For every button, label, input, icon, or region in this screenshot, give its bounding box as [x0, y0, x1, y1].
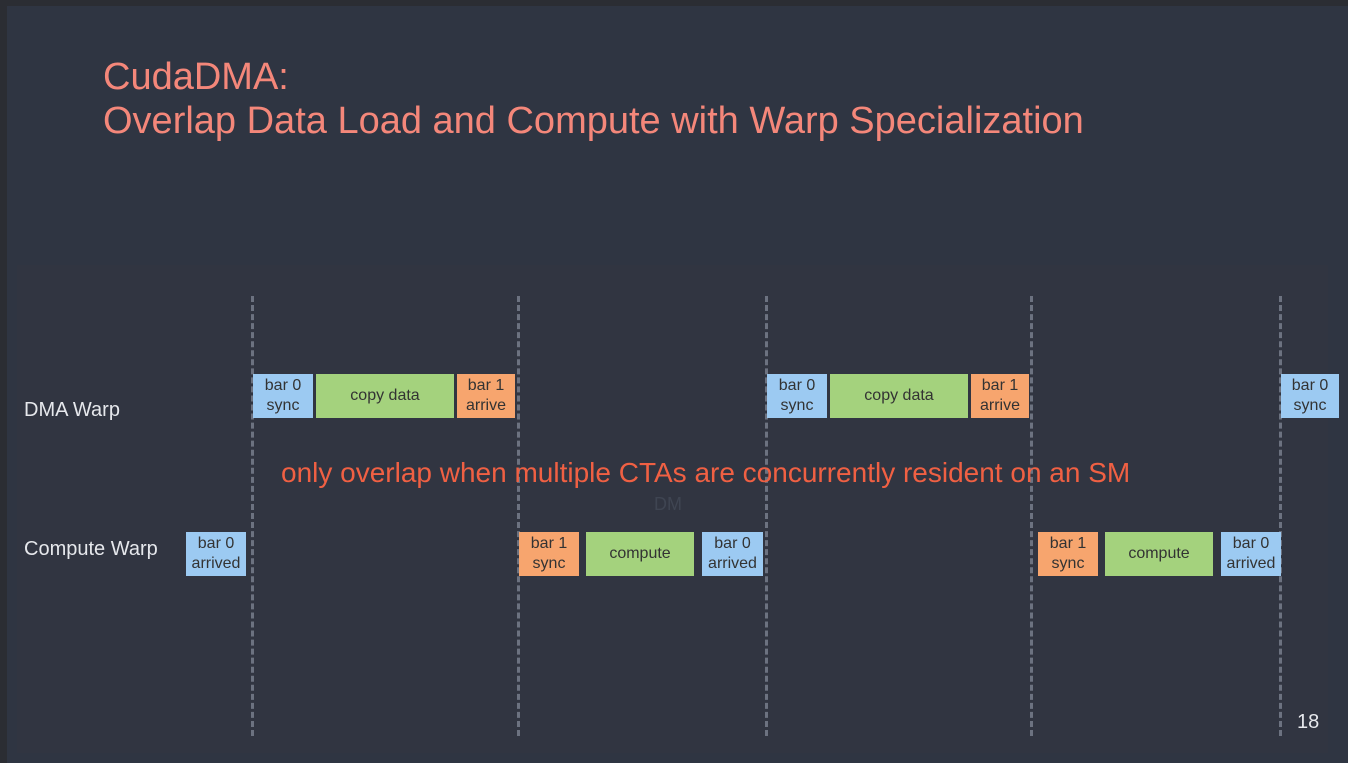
block-sublabel: sync	[1051, 555, 1085, 572]
block-label: bar 0	[197, 535, 235, 552]
block-label: bar 0	[1291, 377, 1329, 394]
page-number: 18	[1297, 711, 1320, 733]
compute-bar1-sync-block: bar 1 sync	[1038, 532, 1098, 576]
dma-bar1-arrive-block: bar 1 arrive	[457, 374, 515, 418]
timeline-divider	[1279, 296, 1282, 736]
block-sublabel: arrive	[465, 397, 506, 414]
dma-bar0-sync-block: bar 0 sync	[1281, 374, 1339, 418]
timeline-divider	[1030, 296, 1033, 736]
block-label: copy data	[864, 387, 934, 404]
slide-title-line-1: CudaDMA:	[103, 56, 289, 98]
timeline-divider	[765, 296, 768, 736]
timeline-panel	[17, 265, 1328, 753]
compute-bar0-arrived-block: bar 0 arrived	[1221, 532, 1281, 576]
block-sublabel: sync	[266, 397, 300, 414]
dma-bar1-arrive-block: bar 1 arrive	[971, 374, 1029, 418]
dma-copy-data-block: copy data	[830, 374, 968, 418]
block-label: bar 0	[264, 377, 302, 394]
compute-block: compute	[586, 532, 694, 576]
block-sublabel: sync	[532, 555, 566, 572]
faded-text: DM	[654, 494, 682, 514]
block-label: bar 1	[981, 377, 1019, 394]
slide-title-line-2: Overlap Data Load and Compute with Warp …	[103, 100, 1084, 142]
timeline-divider	[251, 296, 254, 736]
block-label: bar 0	[778, 377, 816, 394]
compute-bar0-arrived-block: bar 0 arrived	[702, 532, 763, 576]
dma-bar0-sync-block: bar 0 sync	[253, 374, 313, 418]
block-label: copy data	[350, 387, 420, 404]
dma-bar0-sync-block: bar 0 sync	[767, 374, 827, 418]
block-sublabel: arrived	[708, 555, 757, 572]
compute-bar0-arrived-block: bar 0 arrived	[186, 532, 246, 576]
block-label: bar 1	[1049, 535, 1087, 552]
compute-block: compute	[1105, 532, 1213, 576]
block-label: bar 0	[714, 535, 751, 552]
compute-warp-label: Compute Warp	[24, 538, 158, 560]
block-sublabel: arrive	[979, 397, 1020, 414]
block-sublabel: sync	[780, 397, 814, 414]
dma-copy-data-block: copy data	[316, 374, 454, 418]
block-label: compute	[609, 545, 671, 562]
block-sublabel: arrived	[1226, 555, 1276, 572]
block-sublabel: sync	[1293, 397, 1327, 414]
timeline-divider	[517, 296, 520, 736]
block-sublabel: arrived	[191, 555, 241, 572]
compute-bar1-sync-block: bar 1 sync	[519, 532, 579, 576]
overlap-note: only overlap when multiple CTAs are conc…	[281, 457, 1131, 488]
block-label: compute	[1128, 545, 1190, 562]
dma-warp-label: DMA Warp	[24, 399, 120, 421]
block-label: bar 0	[1232, 535, 1270, 552]
block-label: bar 1	[530, 535, 568, 552]
block-label: bar 1	[467, 377, 505, 394]
